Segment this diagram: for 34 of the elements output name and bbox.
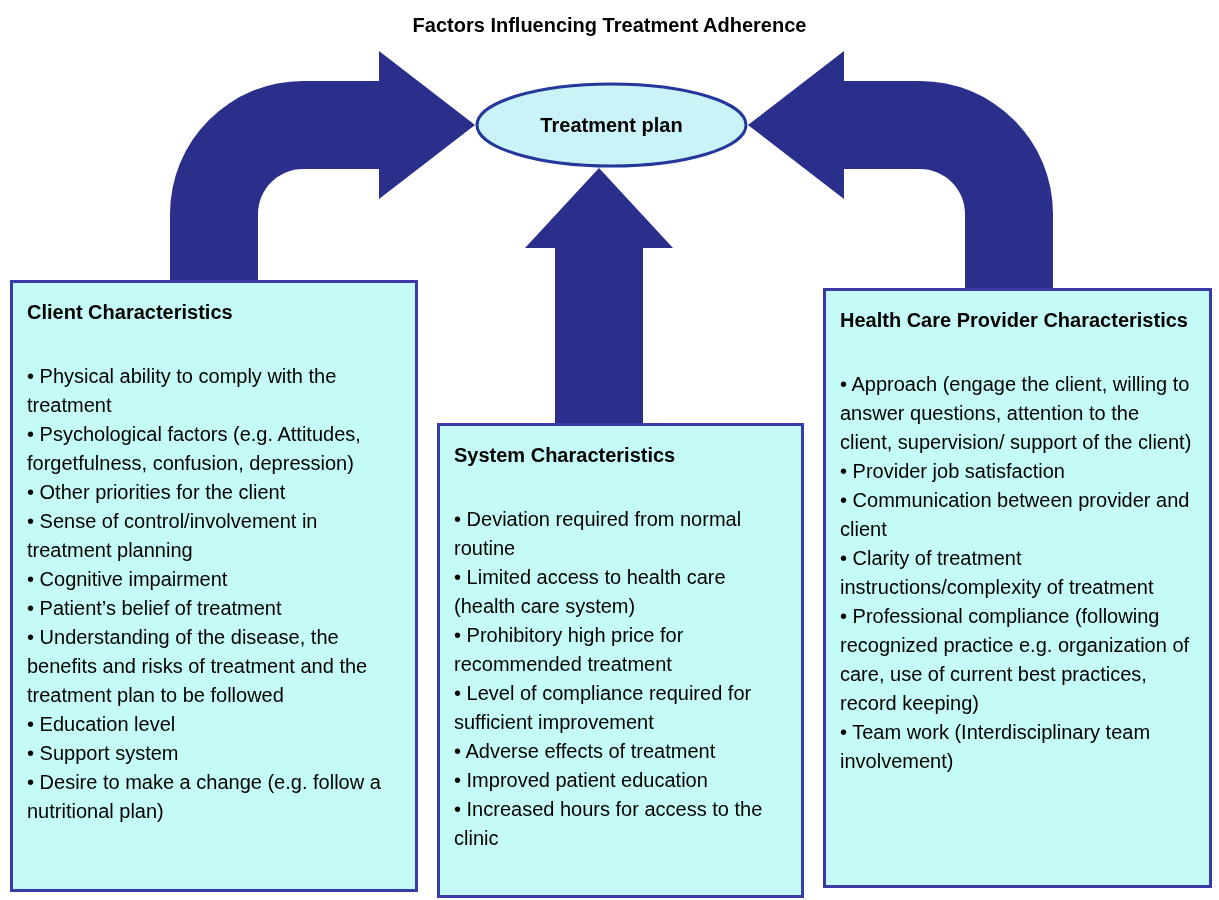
bullet-item: • Sense of control/involvement in treatment planning [27,509,319,563]
bullet-item: • Provider job satisfaction [840,459,1066,484]
bullet-item: • Other priorities for the client [27,480,287,505]
block-arrow [748,51,1053,288]
bullet-item: • Professional compliance (following recognized practice e.g. organization of care, use of current best practices, record keeping) [840,604,1191,716]
bullet-item: • Adverse effects of treatment [454,739,717,764]
bullet-item: • Understanding of the disease, the benefits and risks of treatment and the treatment plan to be followed [27,625,369,708]
bullet-item: • Prohibitory high price for recommended treatment [454,623,685,677]
panel-heading: Client Characteristics [27,300,234,325]
bullet-item: • Increased hours for access to the clinic [454,797,764,851]
bullet-item: • Patient’s belief of treatment [27,596,283,621]
bullet-item: • Support system [27,741,180,766]
block-arrow [525,168,673,423]
bullet-item: • Physical ability to comply with the treatment [27,364,338,418]
bullet-item: • Communication between provider and client [840,488,1191,542]
characteristics-panel [10,280,418,892]
bullet-item: • Desire to make a change (e.g. follow a nutritional plan) [27,770,382,824]
bullet-item: • Psychological factors (e.g. Attitudes, forgetfulness, confusion, depression) [27,422,362,476]
characteristics-panel [437,423,804,898]
bullet-item: • Education level [27,712,177,737]
block-arrow [170,51,475,280]
bullet-item: • Improved patient education [454,768,709,793]
bullet-item: • Limited access to health care (health care system) [454,565,727,619]
bullet-item: • Level of compliance required for sufficient improvement [454,681,753,735]
bullet-item: • Team work (Interdisciplinary team involvement) [840,720,1152,774]
bullet-item: • Approach (engage the client, willing to answer questions, attention to the client, supervision/ support of the client) [840,372,1193,455]
plan-label: Treatment plan [540,113,683,138]
bullet-item: • Cognitive impairment [27,567,229,592]
panel-heading: System Characteristics [454,443,677,468]
bullet-item: • Clarity of treatment instructions/complexity of treatment [840,546,1155,600]
panel-heading: Health Care Provider Characteristics [840,308,1189,333]
bullet-item: • Deviation required from normal routine [454,507,743,561]
characteristics-panel [823,288,1212,888]
diagram-title: Factors Influencing Treatment Adherence [411,13,808,38]
